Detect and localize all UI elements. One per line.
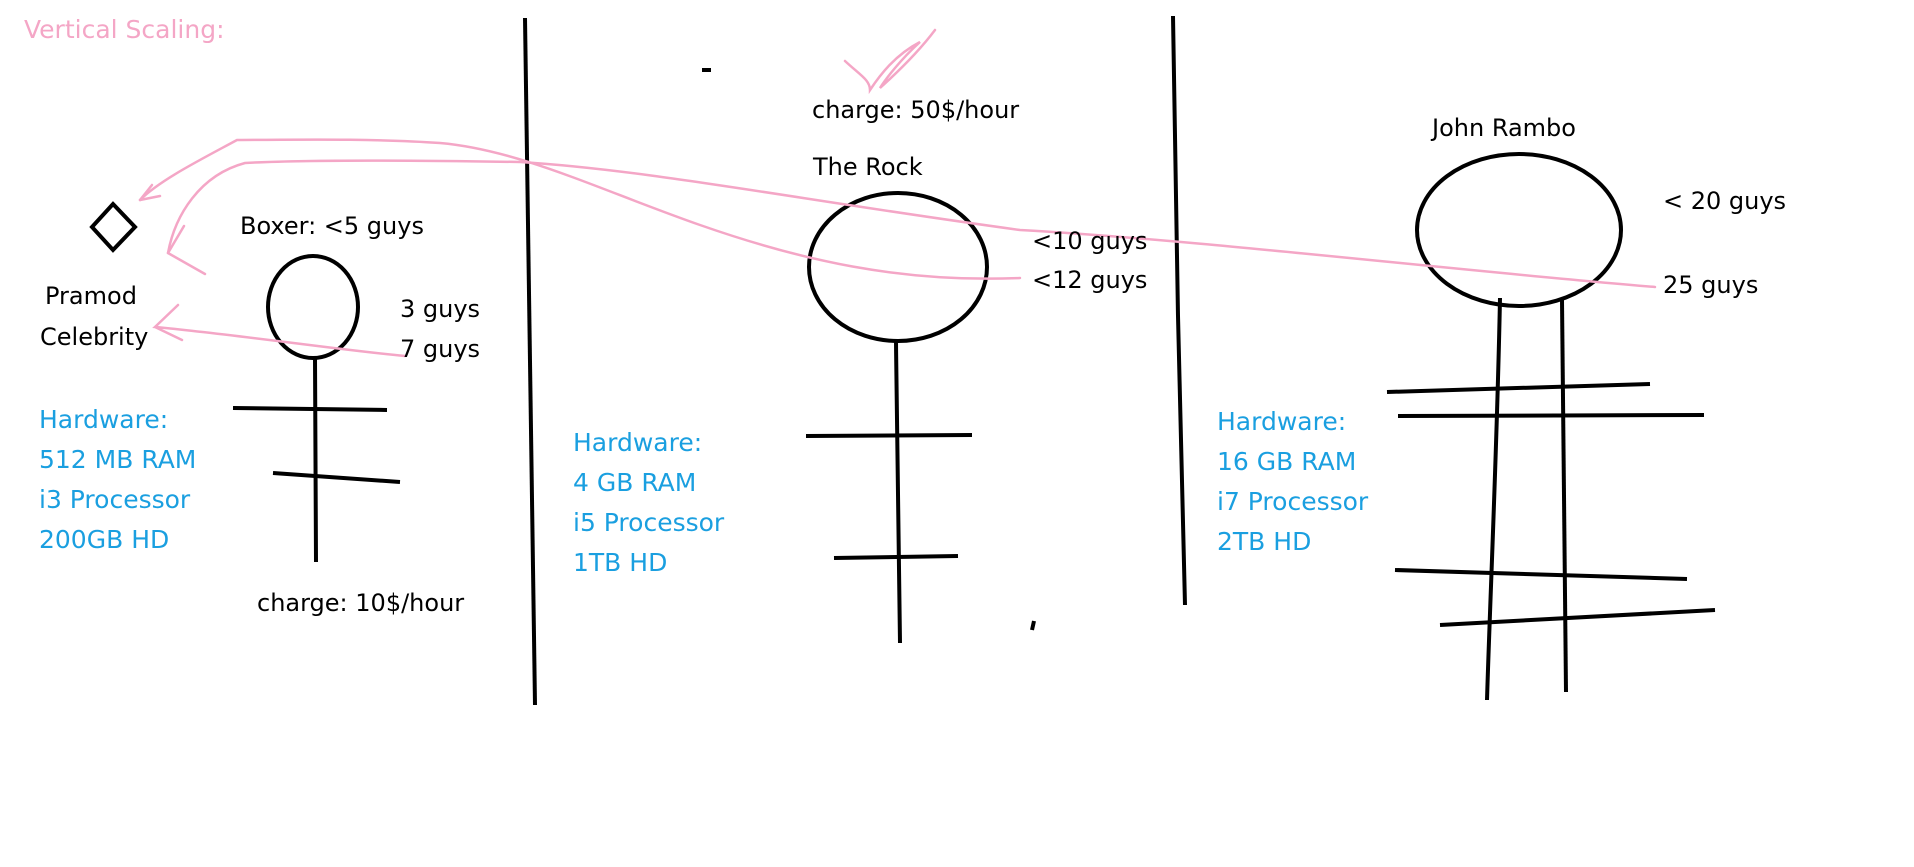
hardware-heading: Hardware: — [39, 405, 169, 434]
hardware-disk: 2TB HD — [1217, 527, 1312, 556]
hardware-processor: i5 Processor — [573, 508, 725, 537]
the-rock-charge: charge: 50$/hour — [812, 96, 1020, 124]
client-role: Celebrity — [40, 323, 149, 351]
john-rambo-leg — [1439, 608, 1716, 627]
john-rambo-body-right — [1560, 299, 1568, 693]
boxer-legs — [272, 471, 401, 484]
divider-line-right — [1171, 15, 1187, 606]
john-rambo-body-left — [1485, 297, 1502, 701]
boxer-arms — [232, 406, 388, 412]
annotation-strokes — [138, 28, 1657, 358]
hardware-ram: 512 MB RAM — [39, 445, 197, 474]
hardware-ram: 16 GB RAM — [1217, 447, 1357, 476]
the-rock-capacity-1: <10 guys — [1032, 227, 1148, 255]
diagram-title: Vertical Scaling: — [24, 15, 225, 44]
stray-mark — [1030, 620, 1036, 631]
hardware-heading: Hardware: — [573, 428, 703, 457]
arrow-from-rock — [138, 138, 1022, 280]
client-diamond-icon — [89, 201, 138, 253]
the-rock-hardware-spec: Hardware: 4 GB RAM i5 Processor 1TB HD — [573, 423, 724, 583]
the-rock-arms — [805, 433, 973, 438]
hardware-disk: 1TB HD — [573, 548, 668, 577]
john-rambo-name: John Rambo — [1432, 114, 1576, 142]
hardware-ram: 4 GB RAM — [573, 468, 697, 497]
john-rambo-arm — [1386, 382, 1651, 394]
john-rambo-capacity-2: 25 guys — [1663, 271, 1759, 299]
john-rambo-hardware-spec: Hardware: 16 GB RAM i7 Processor 2TB HD — [1217, 402, 1368, 562]
hardware-heading: Hardware: — [1217, 407, 1347, 436]
john-rambo-leg — [1394, 568, 1688, 581]
hardware-processor: i3 Processor — [39, 485, 191, 514]
boxer-charge: charge: 10$/hour — [257, 589, 465, 617]
arrow-head-top — [138, 183, 162, 202]
divider-line-left — [523, 17, 537, 706]
boxer-hardware-spec: Hardware: 512 MB RAM i3 Processor 200GB … — [39, 400, 196, 560]
arrow-head-mid — [166, 224, 207, 276]
the-rock-name: The Rock — [813, 153, 923, 181]
hardware-processor: i7 Processor — [1217, 487, 1369, 516]
hardware-disk: 200GB HD — [39, 525, 170, 554]
the-rock-legs — [833, 554, 959, 560]
john-rambo-head — [1415, 152, 1623, 308]
arrow-from-rambo — [166, 159, 1657, 289]
scribble-top — [843, 28, 937, 95]
john-rambo-arm — [1397, 413, 1705, 418]
boxer-body — [313, 357, 318, 563]
the-rock-capacity-2: <12 guys — [1032, 266, 1148, 294]
the-rock-body — [894, 340, 902, 644]
boxer-large-load: 7 guys — [400, 335, 481, 363]
arrow-from-boxer — [152, 303, 407, 358]
boxer-caption: Boxer: <5 guys — [240, 212, 424, 240]
boxer-small-load: 3 guys — [400, 295, 481, 323]
john-rambo-capacity-1: < 20 guys — [1663, 187, 1787, 215]
the-rock-head — [807, 191, 989, 343]
boxer-head — [266, 254, 360, 360]
client-name: Pramod — [45, 282, 137, 310]
